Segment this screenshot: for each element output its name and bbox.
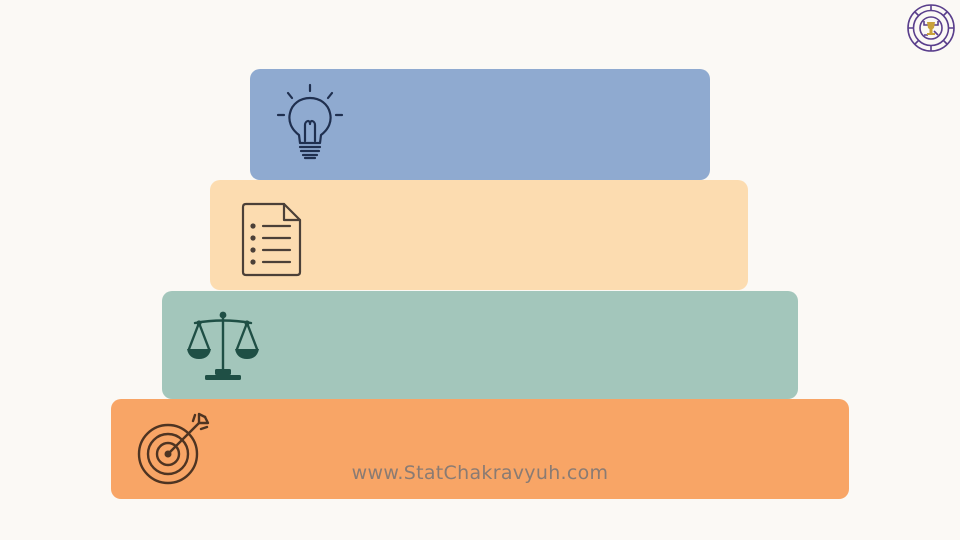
document-list-icon <box>241 202 302 277</box>
target-arrow-icon <box>137 412 210 485</box>
balance-scale-icon <box>187 311 259 380</box>
pyramid-tier-1 <box>250 69 710 180</box>
pyramid-tier-3 <box>162 291 798 399</box>
website-watermark: www.StatChakravyuh.com <box>351 462 609 484</box>
statchakravyuh-logo-icon <box>907 4 955 52</box>
pyramid-tier-4 <box>111 399 849 499</box>
pyramid-tier-2 <box>210 180 748 290</box>
lightbulb-icon <box>276 83 344 160</box>
